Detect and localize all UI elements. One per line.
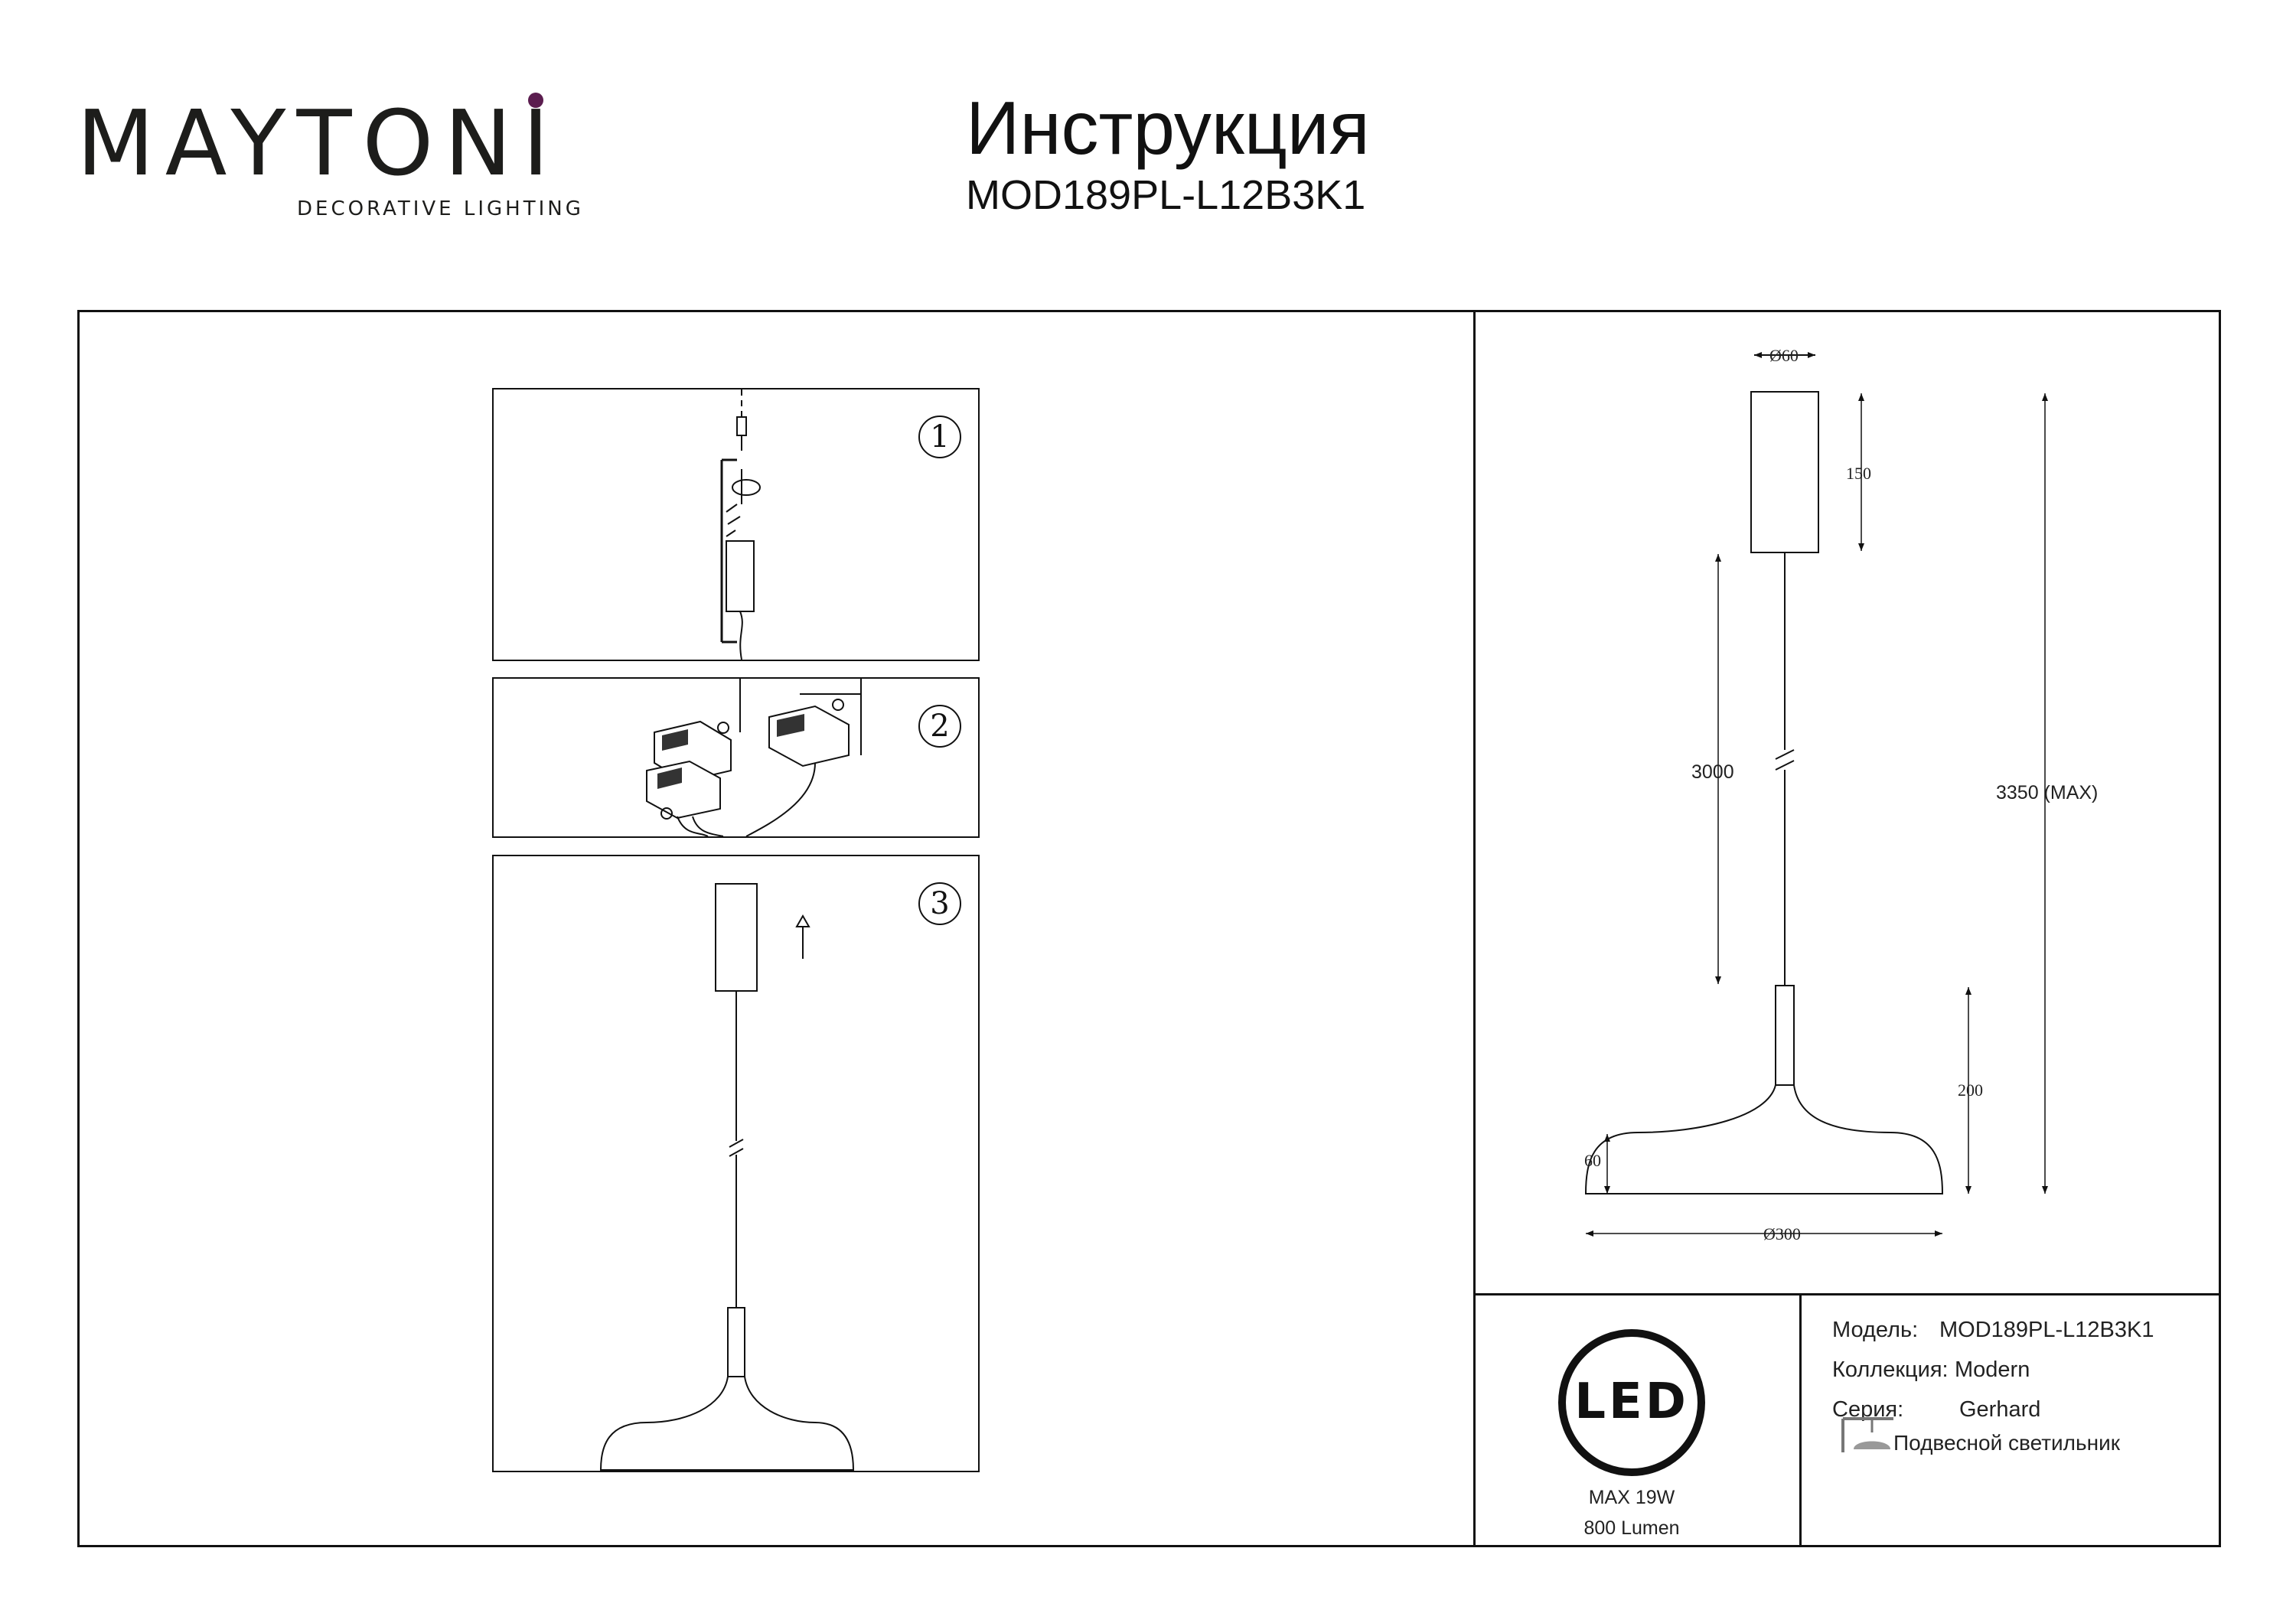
dim-total-height: 3350 (MAX): [1996, 782, 2099, 803]
step-2-illustration: [646, 679, 862, 836]
dim-shade-diameter: Ø300: [1763, 1224, 1801, 1243]
collection-value: Modern: [1955, 1357, 2030, 1382]
step-1-panel: 1: [492, 388, 980, 661]
dim-shade-height: 60: [1584, 1151, 1601, 1170]
model-label: Модель:: [1832, 1318, 1919, 1342]
page-title: Инструкция: [966, 86, 1370, 170]
led-logo-text: LED: [1574, 1374, 1689, 1430]
dim-canopy-height: 150: [1846, 464, 1871, 483]
step-number: 3: [918, 882, 961, 925]
info-divider-vertical: [1799, 1293, 1802, 1546]
frame-divider-vertical: [1473, 311, 1476, 1546]
series-value: Gerhard: [1959, 1397, 2041, 1422]
model-value: MOD189PL-L12B3K1: [1939, 1318, 2154, 1342]
brand-name: MAYTONI: [77, 90, 560, 196]
led-power: MAX 19W: [1588, 1487, 1675, 1508]
dim-stem-height: 200: [1958, 1080, 1983, 1100]
dim-canopy-diameter: Ø60: [1769, 346, 1799, 365]
step-1-illustration: [720, 389, 761, 660]
instruction-frame: [77, 310, 2221, 1547]
step-3-illustration: [599, 883, 855, 1471]
pendant-lamp-icon: [1841, 1417, 1893, 1452]
brand-tagline: DECORATIVE LIGHTING: [297, 197, 584, 220]
frame-divider-horizontal: [1473, 1293, 2219, 1295]
step-3-panel: 3: [492, 855, 980, 1472]
led-badge: LED: [1558, 1329, 1705, 1476]
dim-cable-length: 3000: [1691, 761, 1734, 783]
step-2-panel: 2: [492, 677, 980, 838]
step-number: 2: [918, 705, 961, 748]
led-lumen: 800 Lumen: [1583, 1517, 1680, 1539]
collection-label: Коллекция:: [1832, 1357, 1949, 1382]
product-type: Подвесной светильник: [1893, 1431, 2120, 1455]
page-model-number: MOD189PL-L12B3K1: [966, 172, 1366, 218]
logo-accent-dot: [528, 93, 543, 108]
dimension-drawing: [1584, 352, 2048, 1237]
step-number: 1: [918, 416, 961, 458]
